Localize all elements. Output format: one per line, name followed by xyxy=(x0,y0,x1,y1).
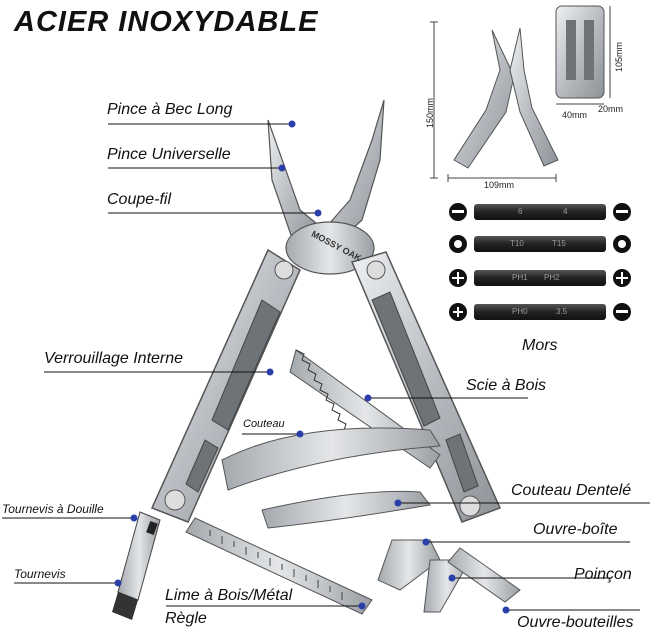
bit-2-right: T15 xyxy=(552,239,566,248)
label-coupe-fil: Coupe-fil xyxy=(107,191,172,208)
right-handle xyxy=(350,251,502,523)
serrated-knife xyxy=(261,490,431,529)
label-regle: Règle xyxy=(165,610,207,627)
bit-driver xyxy=(112,511,161,620)
bit-4-right: 3.5 xyxy=(556,307,568,316)
label-ouvre-boite: Ouvre-boîte xyxy=(533,521,618,538)
label-mors: Mors xyxy=(522,337,558,354)
lower-tools xyxy=(377,539,521,613)
bit-1-left: 6 xyxy=(518,207,523,216)
label-ouvre-bouteilles: Ouvre-bouteilles xyxy=(517,614,634,631)
bit-3-right: PH2 xyxy=(544,273,560,282)
label-lime: Lime à Bois/Métal xyxy=(165,587,293,604)
bit-row-2 xyxy=(449,235,631,253)
dim-width-open: 109mm xyxy=(484,180,515,190)
page-title: ACIER INOXYDABLE xyxy=(14,6,319,38)
label-couteau-dentele: Couteau Dentelé xyxy=(511,482,632,499)
dim-width-closed: 40mm xyxy=(562,110,588,120)
ruler-file xyxy=(185,517,373,615)
pivot-hub xyxy=(285,221,375,275)
bit-row-3 xyxy=(449,269,631,287)
bit-1-right: 4 xyxy=(563,207,568,216)
label-scie: Scie à Bois xyxy=(466,377,547,394)
label-pince-universelle: Pince Universelle xyxy=(107,146,231,163)
left-handle xyxy=(150,248,301,523)
label-pince-bec-long: Pince à Bec Long xyxy=(107,101,233,118)
label-tournevis-douille: Tournevis à Douille xyxy=(2,502,104,516)
bit-3-left: PH1 xyxy=(512,273,528,282)
leader-lines xyxy=(2,123,650,611)
inset-closed-tool xyxy=(555,5,611,105)
label-tournevis: Tournevis xyxy=(14,567,66,581)
bit-4-left: PH0 xyxy=(512,307,528,316)
label-couteau: Couteau xyxy=(243,418,285,430)
label-poincon: Poinçon xyxy=(574,566,632,583)
markers xyxy=(114,120,510,614)
knife-blade xyxy=(221,427,441,491)
bit-row-1 xyxy=(449,203,631,221)
bit-2-left: T10 xyxy=(510,239,524,248)
dim-depth-closed: 20mm xyxy=(598,104,624,114)
bit-row-4 xyxy=(449,303,631,321)
label-verrouillage-interne: Verrouillage Interne xyxy=(44,350,184,367)
inset-open-tool xyxy=(430,21,559,182)
